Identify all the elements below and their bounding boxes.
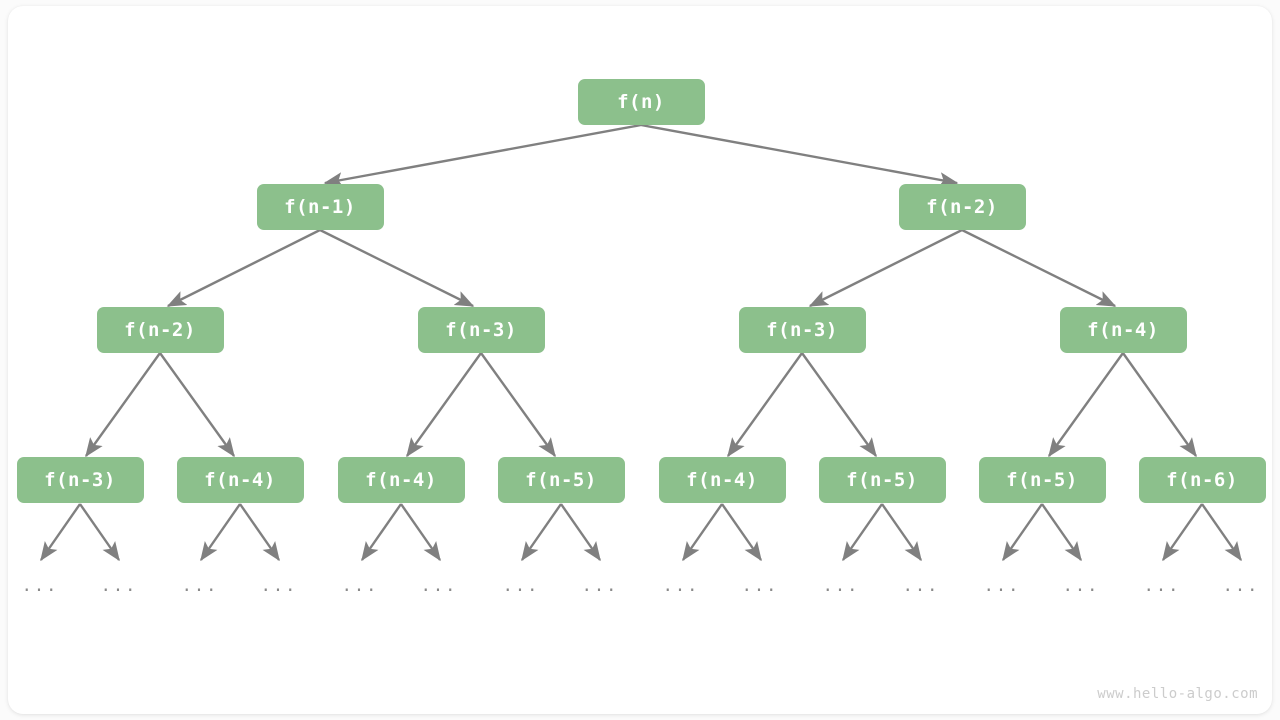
ellipsis-marker: ... <box>822 576 860 596</box>
tree-node[interactable]: f(n-2) <box>898 184 1026 230</box>
tree-node[interactable]: f(n-3) <box>16 457 144 503</box>
ellipsis-marker: ... <box>1062 576 1100 596</box>
tree-node[interactable]: f(n-5) <box>497 457 625 503</box>
ellipsis-marker: ... <box>100 576 138 596</box>
tree-node[interactable]: f(n-5) <box>818 457 946 503</box>
tree-node[interactable]: f(n-5) <box>978 457 1106 503</box>
ellipsis-marker: ... <box>181 576 219 596</box>
ellipsis-marker: ... <box>341 576 379 596</box>
tree-node[interactable]: f(n-4) <box>658 457 786 503</box>
tree-node[interactable]: f(n-3) <box>417 307 545 353</box>
ellipsis-marker: ... <box>1222 576 1260 596</box>
watermark: www.hello-algo.com <box>1097 686 1258 702</box>
tree-node[interactable]: f(n-4) <box>1059 307 1187 353</box>
tree-node[interactable]: f(n-1) <box>256 184 384 230</box>
tree-node[interactable]: f(n) <box>577 79 705 125</box>
ellipsis-marker: ... <box>983 576 1021 596</box>
ellipsis-marker: ... <box>741 576 779 596</box>
tree-node[interactable]: f(n-6) <box>1138 457 1266 503</box>
ellipsis-marker: ... <box>260 576 298 596</box>
ellipsis-marker: ... <box>502 576 540 596</box>
ellipsis-marker: ... <box>581 576 619 596</box>
ellipsis-marker: ... <box>420 576 458 596</box>
ellipsis-marker: ... <box>21 576 59 596</box>
ellipsis-marker: ... <box>1143 576 1181 596</box>
tree-node[interactable]: f(n-3) <box>738 307 866 353</box>
ellipsis-marker: ... <box>902 576 940 596</box>
tree-node[interactable]: f(n-4) <box>176 457 304 503</box>
tree-node[interactable]: f(n-4) <box>337 457 465 503</box>
tree-node[interactable]: f(n-2) <box>96 307 224 353</box>
ellipsis-marker: ... <box>662 576 700 596</box>
